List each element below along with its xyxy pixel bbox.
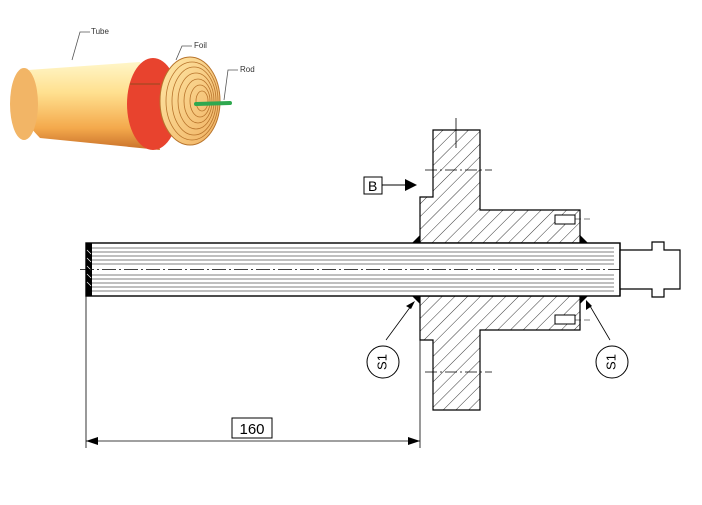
weld-left-top bbox=[412, 235, 420, 243]
bolt-hole-lower bbox=[554, 314, 576, 325]
weld-symbol-right-text: S1 bbox=[603, 354, 618, 370]
bolt-hole-upper bbox=[554, 214, 576, 225]
dimension-frame bbox=[231, 417, 273, 439]
cross-section: B S1 S1 160 bbox=[80, 118, 681, 448]
weld-arrow-right bbox=[586, 300, 592, 310]
weld-symbol-left-text: S1 bbox=[374, 354, 389, 370]
weld-leader-left bbox=[385, 305, 412, 341]
tube-body bbox=[19, 62, 160, 150]
flange-section-lower bbox=[419, 295, 581, 411]
flange-section bbox=[419, 129, 581, 244]
weld-left-bottom bbox=[412, 296, 420, 304]
weld-right-bottom bbox=[580, 296, 588, 304]
weld-symbol-left bbox=[366, 345, 400, 379]
datum-triangle bbox=[405, 179, 417, 191]
tube-end-pattern bbox=[86, 249, 92, 287]
weld-right-top bbox=[580, 235, 588, 243]
dimension-arrow-right bbox=[408, 437, 420, 445]
tube-label: Tube bbox=[91, 27, 109, 36]
rod bbox=[194, 101, 232, 106]
dimension-value: 160 bbox=[239, 421, 264, 438]
rod-end-fitting bbox=[619, 241, 681, 298]
rod-leader bbox=[223, 69, 238, 101]
foil-leader bbox=[175, 45, 192, 61]
dimension-arrow-left bbox=[86, 437, 98, 445]
foil-label: Foil bbox=[194, 41, 207, 50]
tube-left-end bbox=[10, 68, 38, 140]
weld-leader-right bbox=[589, 305, 611, 341]
weld-arrow-left bbox=[406, 301, 415, 309]
foil-spiral bbox=[165, 61, 219, 141]
weld-symbol-right bbox=[595, 345, 629, 379]
tube-leader bbox=[71, 31, 90, 61]
datum-label: B bbox=[368, 178, 377, 194]
cylinder-illustration: Tube Foil Rod bbox=[10, 27, 255, 150]
rod-label: Rod bbox=[240, 65, 255, 74]
foil-layers bbox=[92, 247, 614, 292]
